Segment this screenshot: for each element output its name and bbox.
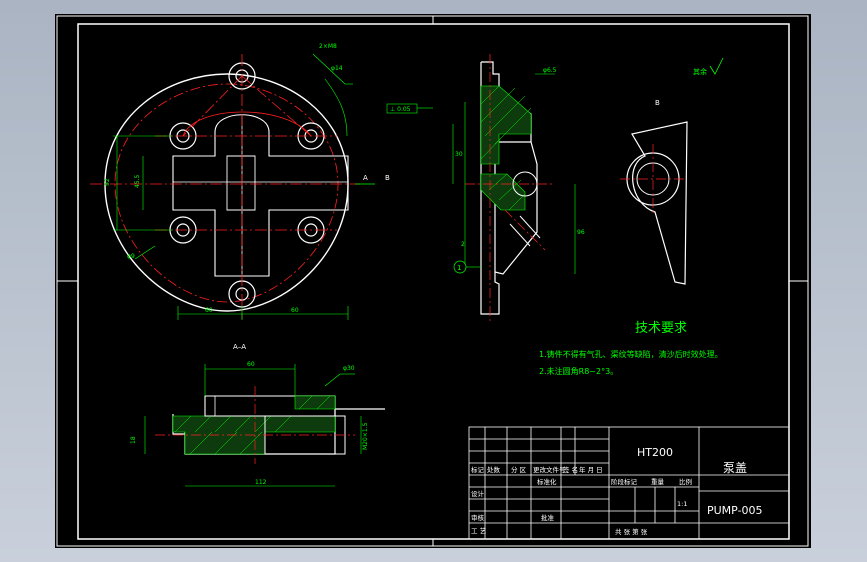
- svg-text:A: A: [363, 174, 368, 182]
- svg-text:年 月 日: 年 月 日: [579, 465, 603, 474]
- svg-text:比例: 比例: [679, 477, 692, 486]
- svg-text:1:1: 1:1: [677, 500, 687, 508]
- svg-text:2×M8: 2×M8: [319, 43, 337, 50]
- svg-text:92: 92: [104, 178, 111, 186]
- svg-text:18: 18: [130, 436, 137, 444]
- tech-requirements: 技术要求 1.铸件不得有气孔、渠纹等缺陷，清沙后时效处理。 2.未注圆角R8~2…: [539, 321, 723, 376]
- side-view: φ6.5 ⊥ 0.05 96 30 2 1: [386, 54, 585, 324]
- svg-text:批准: 批准: [541, 513, 555, 522]
- svg-text:签 名: 签 名: [563, 465, 578, 474]
- drawing-viewport[interactable]: 60 60 92 45.5 2×M8 φ14 φ9 A B: [55, 14, 811, 548]
- svg-text:分 区: 分 区: [511, 465, 527, 474]
- svg-text:φ9: φ9: [127, 253, 135, 260]
- svg-text:30: 30: [455, 151, 463, 158]
- tech-item-1: 1.铸件不得有气孔、渠纹等缺陷，清沙后时效处理。: [539, 349, 723, 359]
- part-name: 泵盖: [723, 461, 747, 475]
- material-label: HT200: [637, 446, 673, 459]
- view-b: B: [620, 99, 688, 285]
- svg-text:B: B: [655, 99, 660, 107]
- svg-text:共 张 第 张: 共 张 第 张: [615, 527, 648, 536]
- title-block-text: 标记 处数 分 区 更改文件号 签 名 年 月 日 设计 审核 工 艺 标准化 …: [471, 465, 692, 536]
- svg-text:112: 112: [255, 479, 267, 486]
- section-view: A–A 60 112 18: [130, 343, 385, 487]
- title-block: [468, 426, 790, 540]
- svg-text:工 艺: 工 艺: [471, 527, 487, 535]
- svg-text:B: B: [385, 174, 390, 182]
- svg-text:标准化: 标准化: [537, 477, 557, 486]
- svg-text:60: 60: [291, 307, 299, 314]
- svg-text:60: 60: [205, 307, 213, 314]
- tech-item-2: 2.未注圆角R8~2°3。: [539, 366, 618, 376]
- svg-text:96: 96: [577, 229, 585, 236]
- svg-text:2: 2: [461, 241, 465, 248]
- svg-text:φ6.5: φ6.5: [543, 67, 557, 74]
- tech-heading: 技术要求: [635, 321, 687, 336]
- svg-text:更改文件号: 更改文件号: [533, 465, 566, 474]
- svg-text:60: 60: [247, 361, 255, 368]
- inner-frame: [77, 23, 790, 540]
- svg-text:重量: 重量: [651, 478, 665, 486]
- svg-text:45.5: 45.5: [134, 174, 141, 188]
- svg-text:设计: 设计: [471, 489, 485, 498]
- svg-text:M20×1.5: M20×1.5: [362, 422, 369, 450]
- svg-text:标记: 标记: [471, 465, 485, 474]
- svg-text:审核: 审核: [471, 513, 485, 522]
- cad-drawing[interactable]: 60 60 92 45.5 2×M8 φ14 φ9 A B: [55, 14, 811, 548]
- svg-text:1: 1: [457, 264, 461, 272]
- center-marks: [57, 16, 808, 546]
- drawing-number: PUMP-005: [707, 504, 763, 517]
- svg-text:阶段标记: 阶段标记: [611, 477, 638, 486]
- svg-text:其余: 其余: [693, 67, 707, 76]
- svg-text:⊥ 0.05: ⊥ 0.05: [390, 106, 411, 113]
- roughness-general: 其余: [693, 57, 724, 76]
- svg-text:φ14: φ14: [331, 65, 343, 72]
- svg-text:处数: 处数: [487, 465, 501, 474]
- svg-text:A–A: A–A: [233, 343, 246, 351]
- svg-text:φ30: φ30: [343, 365, 355, 372]
- front-view: 60 60 92 45.5 2×M8 φ14 φ9 A B: [90, 43, 390, 320]
